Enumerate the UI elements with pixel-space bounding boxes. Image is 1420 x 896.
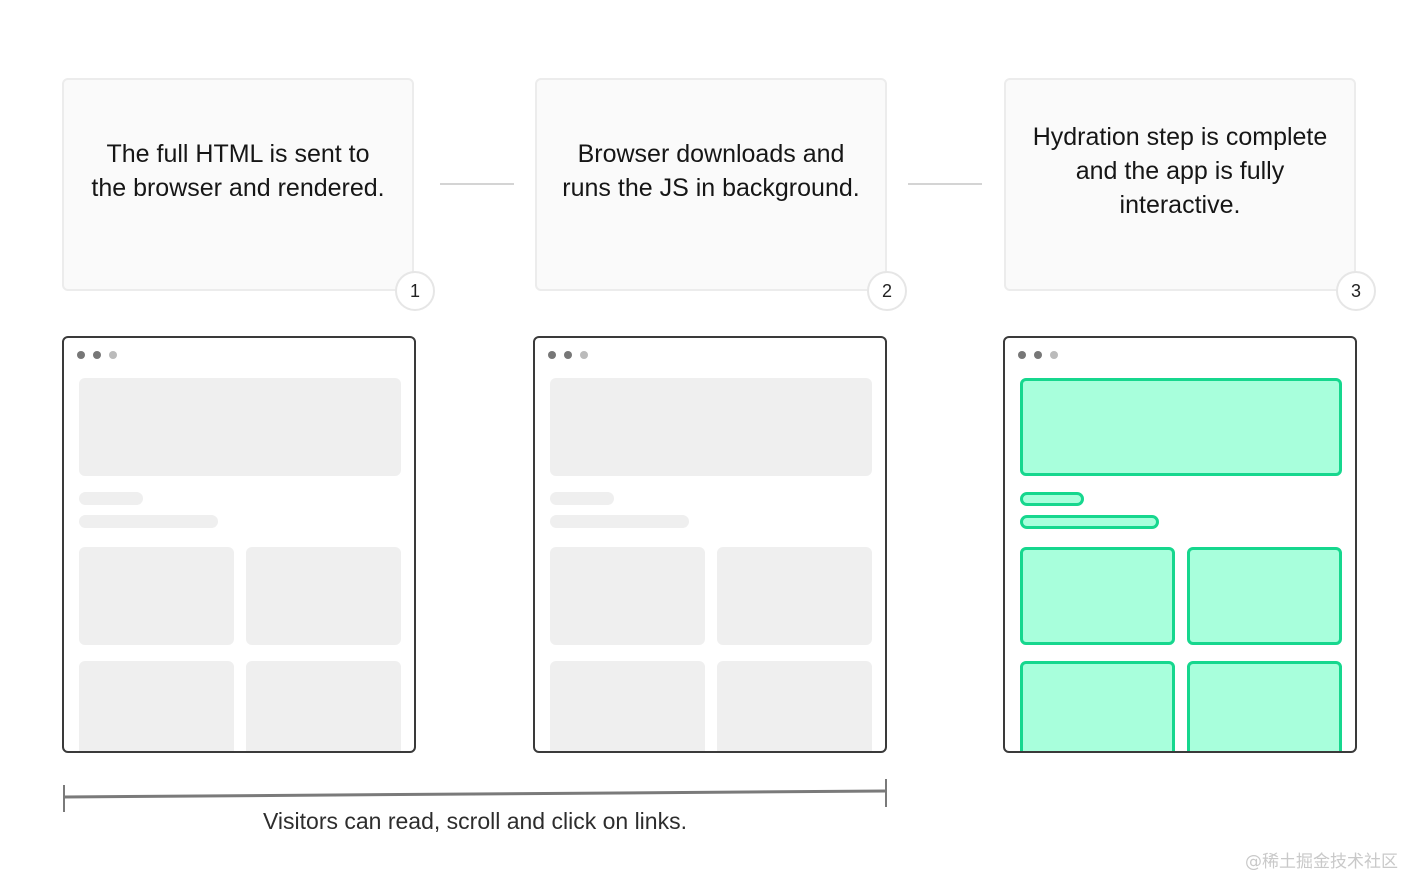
window-dot <box>1034 351 1042 359</box>
step-card-3: Hydration step is complete and the app i… <box>1004 78 1356 291</box>
watermark: @稀土掘金技术社区 <box>1245 852 1398 872</box>
step-description: Browser downloads and runs the JS in bac… <box>562 139 860 202</box>
window-dot <box>1050 351 1058 359</box>
text-line-placeholder <box>550 515 689 528</box>
card-hydrated <box>1187 547 1342 645</box>
browser-window-2 <box>533 336 887 753</box>
connector-line <box>440 183 514 185</box>
browser-window-3 <box>1003 336 1357 753</box>
card-hydrated <box>1020 547 1175 645</box>
bracket-caption: Visitors can read, scroll and click on l… <box>263 808 687 834</box>
hero-block-hydrated <box>1020 378 1342 476</box>
step-number-badge: 1 <box>395 271 435 311</box>
card-placeholder <box>79 661 234 751</box>
step-description: The full HTML is sent to the browser and… <box>91 139 385 202</box>
text-line-hydrated <box>1020 492 1084 506</box>
step-card-1: The full HTML is sent to the browser and… <box>62 78 414 291</box>
window-dot <box>1018 351 1026 359</box>
card-placeholder <box>79 547 234 645</box>
text-line-placeholder <box>79 515 218 528</box>
card-placeholder <box>550 661 705 751</box>
window-dot <box>580 351 588 359</box>
card-placeholder <box>717 547 872 645</box>
card-placeholder <box>717 661 872 751</box>
window-dot <box>109 351 117 359</box>
card-placeholder <box>550 547 705 645</box>
step-number-badge: 2 <box>867 271 907 311</box>
browser-window-1 <box>62 336 416 753</box>
window-dot <box>564 351 572 359</box>
text-line-hydrated <box>1020 515 1159 529</box>
step-card-2: Browser downloads and runs the JS in bac… <box>535 78 887 291</box>
card-hydrated <box>1187 661 1342 751</box>
step-description: Hydration step is complete and the app i… <box>1032 122 1328 219</box>
card-placeholder <box>246 661 401 751</box>
hero-placeholder <box>79 378 401 476</box>
text-line-placeholder <box>550 492 614 505</box>
card-hydrated <box>1020 661 1175 751</box>
step-number-badge: 3 <box>1336 271 1376 311</box>
card-placeholder <box>246 547 401 645</box>
hero-placeholder <box>550 378 872 476</box>
window-dot <box>548 351 556 359</box>
window-dot <box>77 351 85 359</box>
text-line-placeholder <box>79 492 143 505</box>
window-dot <box>93 351 101 359</box>
connector-line <box>908 183 982 185</box>
